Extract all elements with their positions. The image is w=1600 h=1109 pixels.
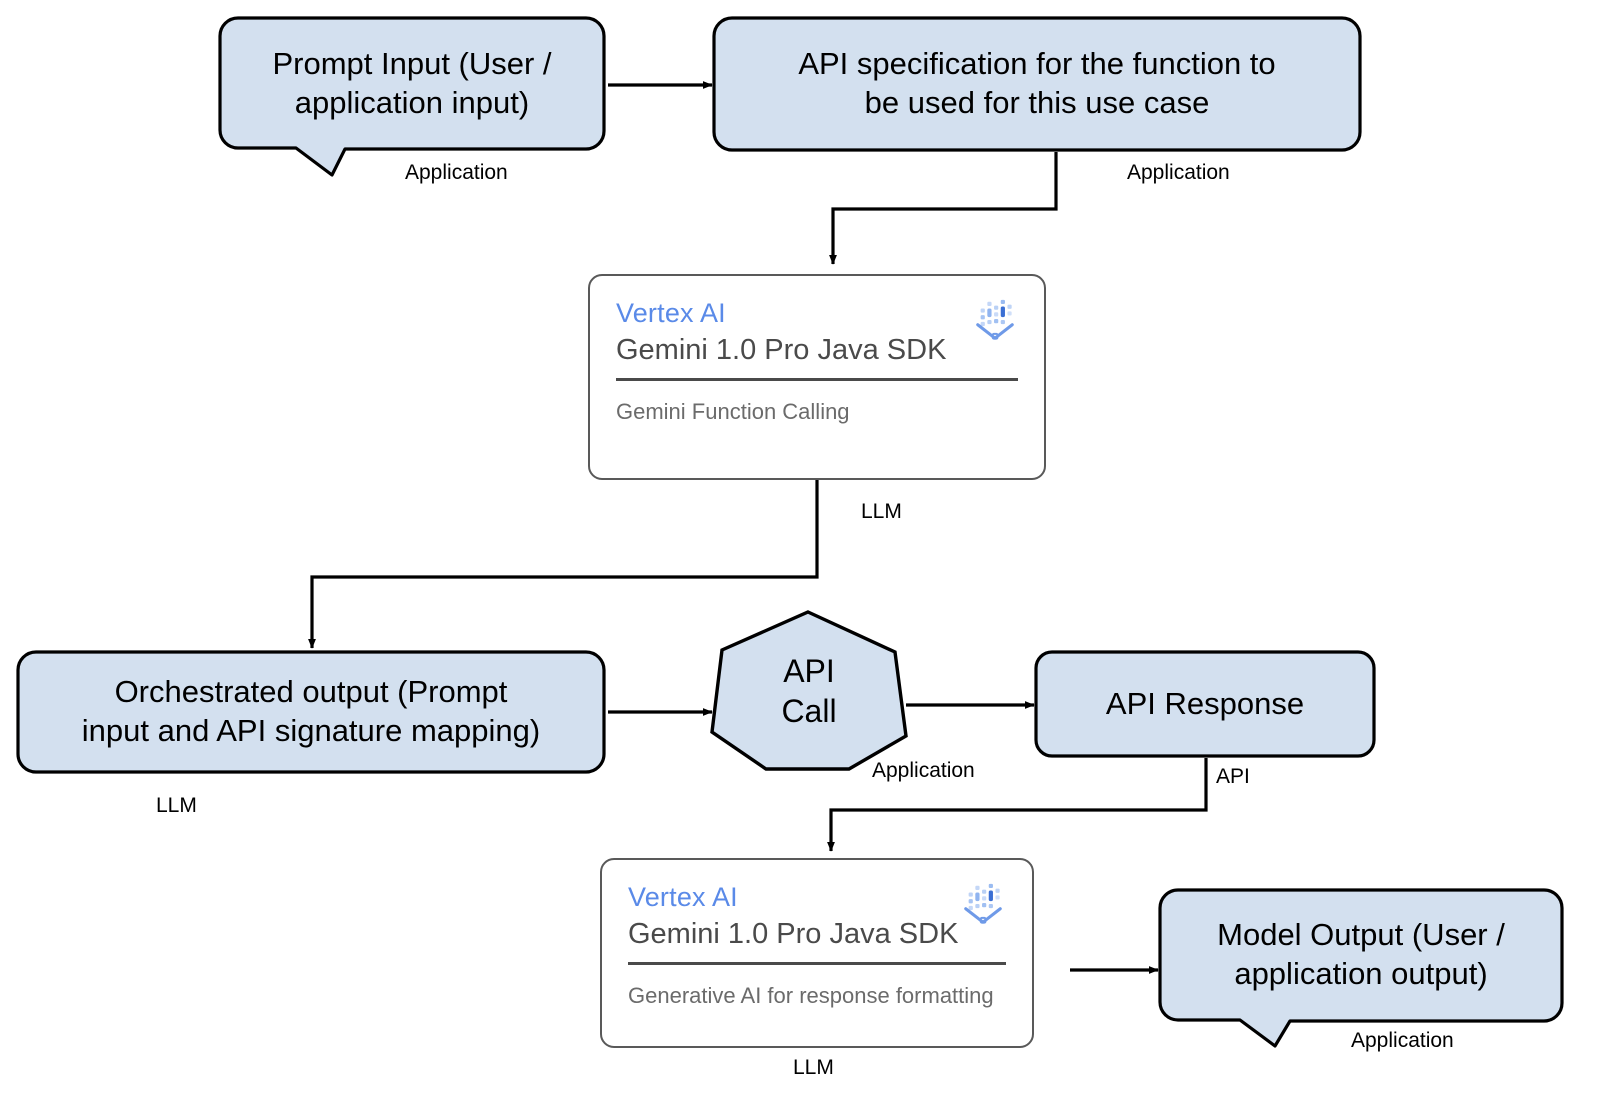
prompt-input-label: Prompt Input (User / application input) (272, 45, 552, 120)
node-api-response[interactable]: API Response (1036, 652, 1374, 756)
tag-vertex2-llm: LLM (793, 1056, 834, 1079)
vertex-ai-icon (976, 299, 1014, 340)
vertex-ai-brand-label: Vertex AI (616, 298, 726, 328)
tag-api-spec-application: Application (1127, 161, 1230, 184)
vertex-card-titles: Vertex AI Gemini 1.0 Pro Java SDK (616, 298, 946, 368)
node-prompt-input[interactable]: Prompt Input (User / application input) (220, 18, 604, 149)
vertex-ai-model-title-2: Gemini 1.0 Pro Java SDK (628, 918, 959, 951)
vertex-ai-model-title: Gemini 1.0 Pro Java SDK (616, 334, 947, 367)
vertex-ai-card-function-calling[interactable]: Vertex AI Gemini 1.0 Pro Java SDK (588, 274, 1046, 480)
vertex-ai-subtitle: Gemini Function Calling (616, 398, 850, 424)
vertex-card-divider-2 (628, 961, 1006, 965)
node-api-call[interactable]: API Call (712, 612, 906, 769)
tag-prompt-input-application: Application (405, 161, 508, 184)
api-call-shape (710, 610, 908, 771)
api-spec-label: API specification for the function to be… (798, 46, 1276, 120)
api-response-label: API Response (1105, 685, 1305, 721)
model-output-shape (1158, 888, 1564, 1048)
tag-api-response-api: API (1216, 765, 1250, 788)
node-model-output[interactable]: Model Output (User / application output) (1160, 890, 1562, 1020)
edge-vertex1-to-orchestrated (308, 480, 819, 649)
vertex-card-titles-2: Vertex AI Gemini 1.0 Pro Java SDK (628, 882, 958, 952)
api-response-shape (1034, 650, 1376, 758)
vertex-card-divider (616, 377, 1018, 381)
edge-apiresponse-to-vertex2 (827, 758, 1208, 852)
orchestrated-output-label: Orchestrated output (Prompt input and AP… (81, 674, 541, 748)
prompt-input-shape (218, 16, 606, 177)
vertex-ai-card-response-formatting[interactable]: Vertex AI Gemini 1.0 Pro Java SDK (600, 858, 1034, 1048)
vertex-ai-brand-label-2: Vertex AI (628, 882, 738, 912)
vertex-ai-subtitle-2: Generative AI for response formatting (628, 982, 994, 1008)
orchestrated-output-shape (16, 650, 606, 774)
node-api-spec[interactable]: API specification for the function to be… (714, 18, 1360, 150)
tag-orchestrated-llm: LLM (156, 794, 197, 817)
edge-apispec-to-vertex1 (829, 152, 1058, 265)
api-call-label: API Call (781, 652, 837, 729)
node-orchestrated-output[interactable]: Orchestrated output (Prompt input and AP… (18, 652, 604, 772)
tag-api-call-application: Application (872, 759, 975, 782)
tag-model-output-application: Application (1351, 1029, 1454, 1052)
vertex-card-header-2: Vertex AI Gemini 1.0 Pro Java SDK (628, 882, 1006, 952)
model-output-label: Model Output (User / application output) (1217, 917, 1505, 991)
vertex-ai-icon (964, 883, 1002, 924)
vertex-card-header: Vertex AI Gemini 1.0 Pro Java SDK (616, 298, 1018, 368)
api-spec-shape (712, 16, 1362, 152)
tag-vertex1-llm: LLM (861, 500, 902, 523)
